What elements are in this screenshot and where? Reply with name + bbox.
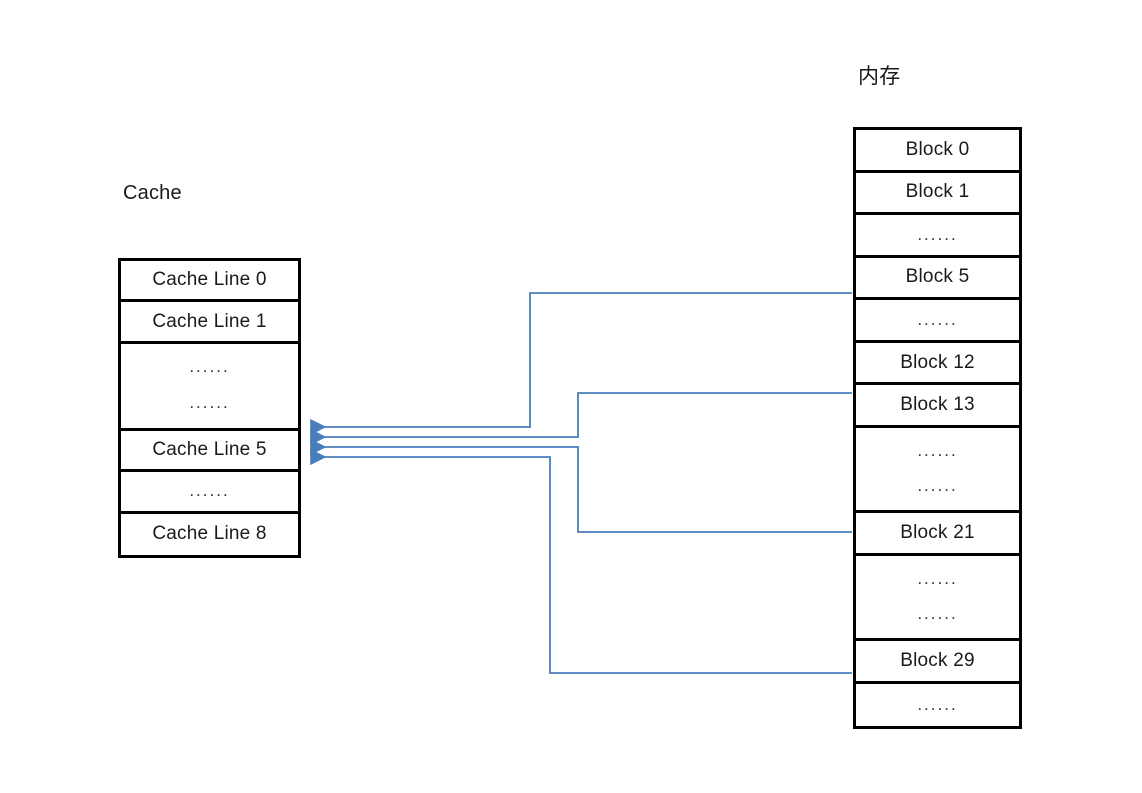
memory-row-label: Block 5	[905, 266, 970, 288]
memory-row-block-1[interactable]: Block 1	[856, 172, 1019, 216]
cache-row-label-2: ......	[189, 393, 230, 413]
memory-row-block-0[interactable]: Block 0	[856, 130, 1019, 173]
memory-title: 内存	[858, 65, 901, 88]
cache-row-label: Cache Line 0	[152, 269, 267, 291]
connector-block-5-to-cache-line-5	[310, 292, 852, 436]
cache-row-cache-line-8[interactable]: Cache Line 8	[121, 513, 298, 555]
cache-row-label: ......	[189, 481, 230, 501]
cache-row-label: Cache Line 5	[152, 438, 267, 460]
connector-block-13-to-cache-line-5	[310, 392, 852, 446]
memory-row-ellipsis-2: ......	[856, 300, 1019, 343]
memory-row-block-29[interactable]: Block 29	[856, 640, 1019, 684]
cache-row-cache-line-0[interactable]: Cache Line 0	[121, 261, 298, 303]
cache-row-label: ......	[189, 357, 230, 377]
cache-row-cache-line-1[interactable]: Cache Line 1	[121, 302, 298, 344]
cache-row-label: Cache Line 8	[152, 523, 267, 545]
memory-row-block-13[interactable]: Block 13	[856, 385, 1019, 428]
cache-row-label: Cache Line 1	[152, 310, 267, 332]
memory-column: Block 0 Block 1 ...... Block 5 ...... Bl…	[853, 127, 1022, 729]
memory-row-ellipsis-3: ...... ......	[856, 427, 1019, 514]
memory-row-block-12[interactable]: Block 12	[856, 342, 1019, 386]
memory-row-label-2: ......	[917, 476, 958, 496]
connector-block-29-to-cache-line-5	[310, 448, 852, 674]
memory-row-label: ......	[917, 441, 958, 461]
memory-row-label: Block 0	[905, 138, 970, 160]
memory-row-block-21[interactable]: Block 21	[856, 513, 1019, 556]
memory-row-label: Block 1	[905, 181, 970, 203]
memory-row-label: ......	[917, 310, 958, 330]
memory-row-label: Block 21	[900, 521, 975, 543]
cache-title: Cache	[123, 182, 182, 204]
connector-block-21-to-cache-line-5	[310, 438, 852, 533]
memory-row-label: ......	[917, 224, 958, 244]
cache-row-cache-line-5[interactable]: Cache Line 5	[121, 430, 298, 473]
memory-row-label: Block 29	[900, 649, 975, 671]
cache-row-ellipsis-lower: ......	[121, 472, 298, 514]
memory-row-label: Block 12	[900, 351, 975, 373]
memory-row-ellipsis-1: ......	[856, 215, 1019, 258]
memory-row-block-5[interactable]: Block 5	[856, 257, 1019, 301]
memory-row-label: ......	[917, 694, 958, 714]
cache-row-ellipsis-upper: ...... ......	[121, 343, 298, 431]
memory-row-ellipsis-4: ...... ......	[856, 555, 1019, 641]
memory-row-label: Block 13	[900, 394, 975, 416]
memory-row-label-2: ......	[917, 604, 958, 624]
memory-row-label: ......	[917, 568, 958, 588]
memory-row-ellipsis-5: ......	[856, 683, 1019, 727]
cache-column: Cache Line 0 Cache Line 1 ...... ...... …	[118, 258, 301, 558]
